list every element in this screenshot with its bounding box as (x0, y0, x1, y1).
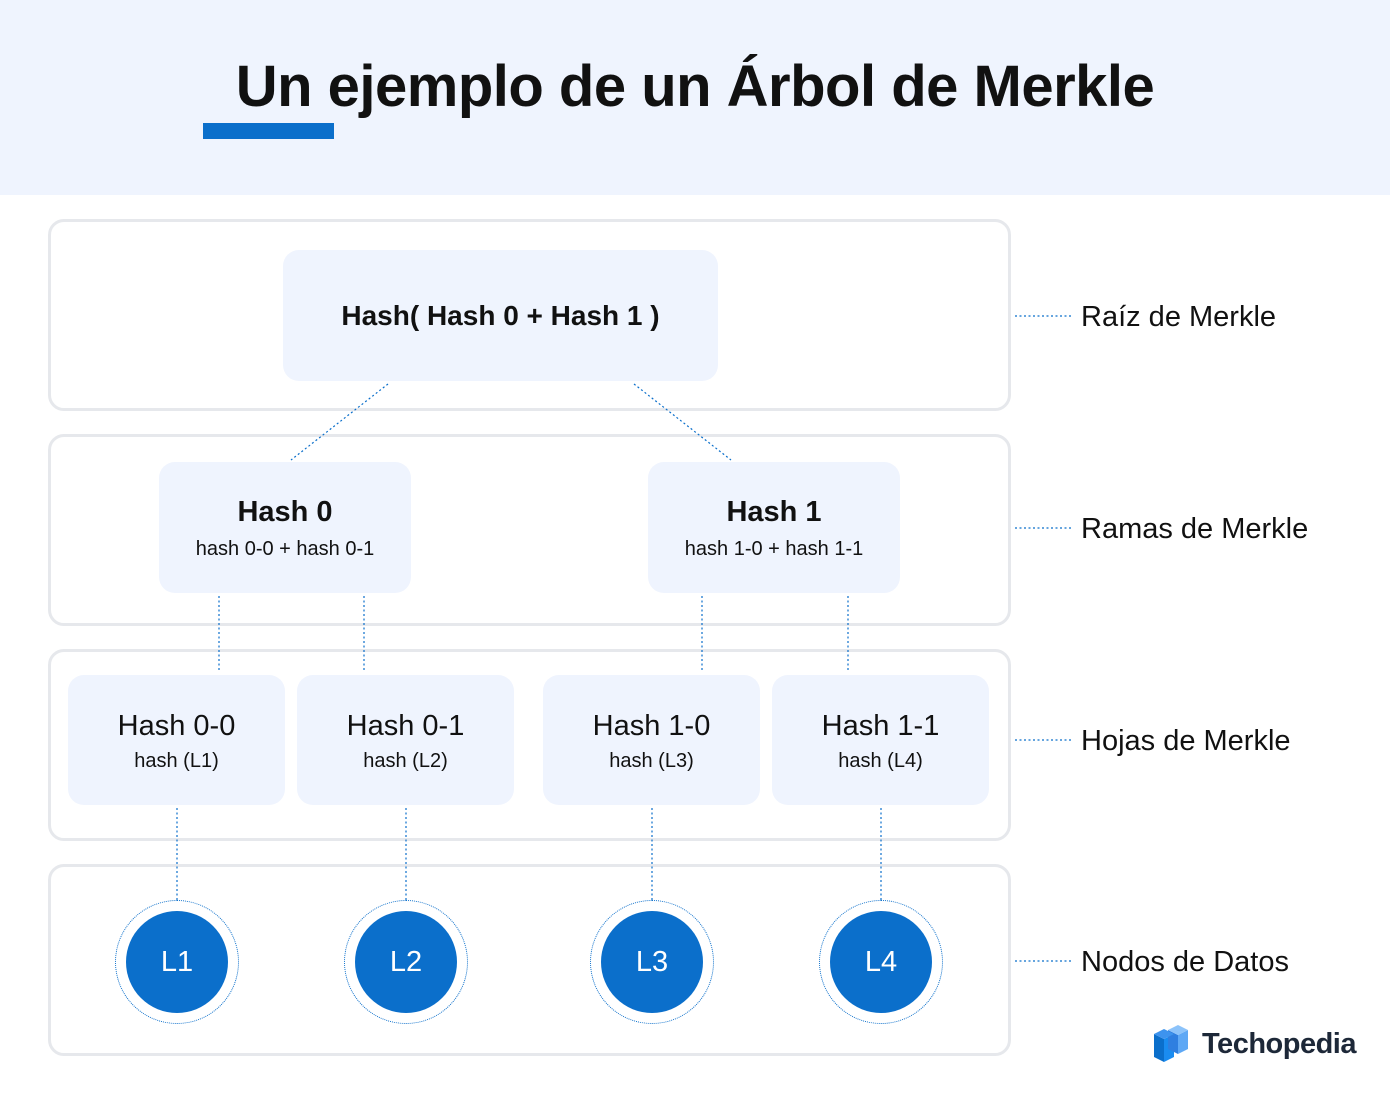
layer-label-root: Raíz de Merkle (1081, 301, 1277, 333)
techopedia-logo-text: Techopedia (1202, 1027, 1357, 1060)
leaf-title: Hash 1-1 (821, 709, 940, 742)
branch-node-hash-0: Hash 0 hash 0-0 + hash 0-1 (159, 462, 411, 593)
branch-title: Hash 0 (237, 496, 333, 528)
techopedia-logo: Techopedia (1154, 1022, 1364, 1066)
branch-subtitle: hash 0-0 + hash 0-1 (195, 538, 375, 560)
leaf-node-hash-1-1: Hash 1-1 hash (L4) (772, 675, 989, 805)
leaf-subtitle: hash (L3) (609, 749, 694, 772)
branch-node-hash-1: Hash 1 hash 1-0 + hash 1-1 (648, 462, 900, 593)
data-node-l4: L4 (830, 911, 932, 1013)
leaf-subtitle: hash (L2) (363, 749, 448, 772)
title-underline (203, 123, 334, 139)
leaf-title: Hash 0-1 (346, 709, 465, 742)
leaf-node-hash-0-0: Hash 0-0 hash (L1) (68, 675, 285, 805)
branch-subtitle: hash 1-0 + hash 1-1 (684, 538, 864, 560)
leaf-title: Hash 1-0 (592, 709, 711, 742)
branch-title: Hash 1 (726, 496, 822, 528)
layer-label-branches: Ramas de Merkle (1081, 513, 1309, 545)
leaf-title: Hash 0-0 (117, 709, 236, 742)
leaf-node-hash-0-1: Hash 0-1 hash (L2) (297, 675, 514, 805)
merkle-root-node: Hash( Hash 0 + Hash 1 ) (283, 250, 718, 381)
header-banner (0, 0, 1390, 195)
layer-label-leaves: Hojas de Merkle (1081, 725, 1291, 757)
data-node-l2: L2 (355, 911, 457, 1013)
leaf-subtitle: hash (L4) (838, 749, 923, 772)
leaf-subtitle: hash (L1) (134, 749, 219, 772)
data-node-l1: L1 (126, 911, 228, 1013)
merkle-root-label: Hash( Hash 0 + Hash 1 ) (341, 299, 660, 331)
data-node-ring (115, 900, 239, 1024)
layer-label-data-nodes: Nodos de Datos (1081, 946, 1289, 978)
page-title: Un ejemplo de un Árbol de Merkle (235, 54, 1155, 119)
techopedia-logo-icon (1154, 1025, 1188, 1062)
data-node-l3: L3 (601, 911, 703, 1013)
data-node-ring (344, 900, 468, 1024)
data-node-ring (819, 900, 943, 1024)
leaf-node-hash-1-0: Hash 1-0 hash (L3) (543, 675, 760, 805)
data-node-ring (590, 900, 714, 1024)
